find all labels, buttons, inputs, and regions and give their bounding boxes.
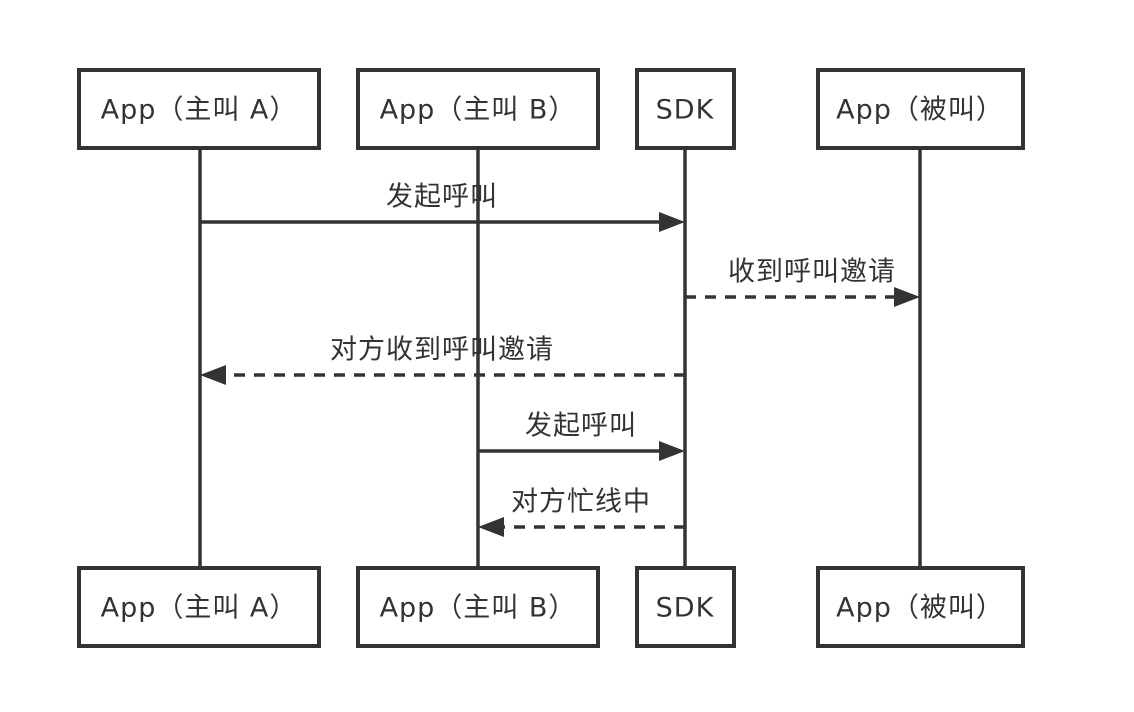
participant-label: SDK bbox=[656, 593, 715, 624]
participant-label: App（主叫 A） bbox=[101, 95, 298, 126]
arrowhead-left-icon bbox=[478, 517, 504, 537]
participant-label: App（被叫） bbox=[836, 593, 1004, 624]
message-peer-busy[interactable]: 对方忙线中 bbox=[478, 487, 685, 538]
participant-label: App（主叫 A） bbox=[101, 593, 298, 624]
message-label: 收到呼叫邀请 bbox=[728, 257, 896, 288]
message-label: 发起呼叫 bbox=[386, 182, 498, 213]
participant-box-app-callee-bottom[interactable]: App（被叫） bbox=[816, 566, 1025, 648]
participant-box-rect bbox=[635, 68, 736, 150]
arrowhead-right-icon bbox=[894, 287, 920, 307]
participant-box-rect bbox=[77, 68, 321, 150]
arrowhead-right-icon bbox=[659, 212, 685, 232]
participant-box-app-caller-b-top[interactable]: App（主叫 B） bbox=[356, 68, 600, 150]
arrowhead-right-icon bbox=[659, 441, 685, 461]
arrowhead-left-icon bbox=[200, 365, 226, 385]
participant-box-rect bbox=[77, 566, 321, 648]
message-label: 对方忙线中 bbox=[511, 487, 651, 518]
message-initiate-call-b[interactable]: 发起呼叫 bbox=[478, 411, 685, 462]
participant-label: App（主叫 B） bbox=[380, 593, 577, 624]
participant-box-rect bbox=[356, 566, 600, 648]
participant-box-sdk-bottom[interactable]: SDK bbox=[635, 566, 736, 648]
participant-box-sdk-top[interactable]: SDK bbox=[635, 68, 736, 150]
participant-label: App（被叫） bbox=[836, 95, 1004, 126]
participant-label: SDK bbox=[656, 95, 715, 126]
message-initiate-call-a[interactable]: 发起呼叫 bbox=[200, 182, 685, 233]
top-participant-boxes: App（主叫 A） App（主叫 B） SDK App（被叫） bbox=[77, 68, 1025, 150]
participant-box-app-caller-a-bottom[interactable]: App（主叫 A） bbox=[77, 566, 321, 648]
messages-group: 发起呼叫 收到呼叫邀请 对方收到呼叫邀请 发起呼叫 bbox=[200, 182, 920, 538]
participant-box-rect bbox=[816, 566, 1025, 648]
message-label: 对方收到呼叫邀请 bbox=[330, 335, 554, 366]
bottom-participant-boxes: App（主叫 A） App（主叫 B） SDK App（被叫） bbox=[77, 566, 1025, 648]
participant-box-rect bbox=[635, 566, 736, 648]
participant-box-app-caller-b-bottom[interactable]: App（主叫 B） bbox=[356, 566, 600, 648]
message-peer-received-invite[interactable]: 对方收到呼叫邀请 bbox=[200, 335, 685, 386]
message-label: 发起呼叫 bbox=[525, 411, 637, 442]
message-received-call-invite[interactable]: 收到呼叫邀请 bbox=[685, 257, 920, 308]
participant-box-app-callee-top[interactable]: App（被叫） bbox=[816, 68, 1025, 150]
lifelines-group bbox=[198, 148, 922, 568]
participant-box-app-caller-a-top[interactable]: App（主叫 A） bbox=[77, 68, 321, 150]
participant-label: App（主叫 B） bbox=[380, 95, 577, 126]
participant-box-rect bbox=[816, 68, 1025, 150]
participant-box-rect bbox=[356, 68, 600, 150]
